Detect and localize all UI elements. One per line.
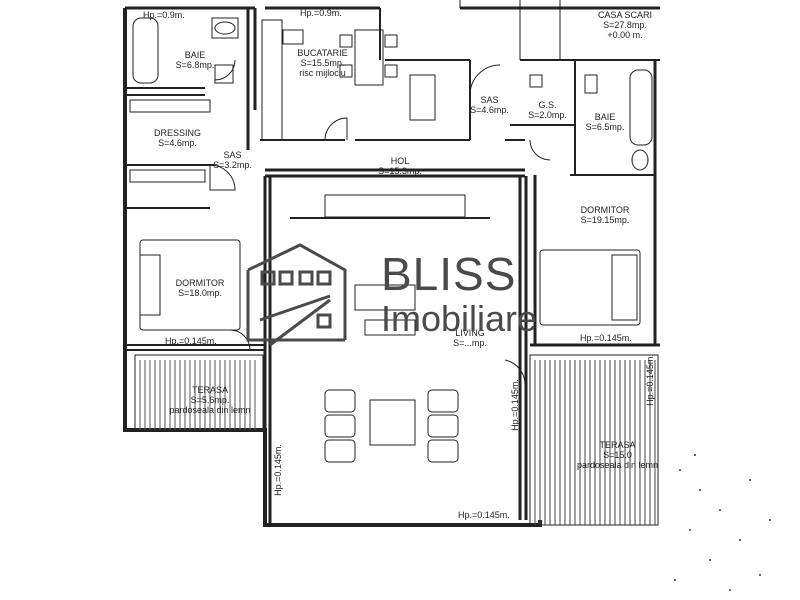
door-swing [209,59,551,386]
hp-living-vertical: Hp.=0.145m. [273,444,283,496]
bathtub-right [629,69,653,146]
wall-living-left [263,176,272,525]
wall-hol-bottom [265,168,525,178]
wall-right-block [510,59,660,176]
scan-noise [674,454,771,591]
watermark-line2: Imobiliare [381,298,538,339]
wall-right-dormitor [530,60,660,347]
stair-lines [459,0,561,60]
watermark-line1: BLISS [381,248,517,300]
dining-table [354,29,384,86]
hp-living-bottom: Hp.=0.145m. [458,510,510,520]
watermark-logo: BLISS Imobiliare [245,248,575,345]
bathtub-left [132,17,159,84]
chairs-left [324,389,356,463]
sink-left [214,21,236,35]
house-icon [246,243,347,347]
wall-living-right [518,176,528,520]
hol-console [324,194,466,218]
bed-right [539,249,641,326]
hp-living-center-vertical: Hp.=0.145m. [510,379,520,431]
hp-left-dormitor: Hp.=0.145m. [165,336,217,346]
living-table [369,399,416,446]
hp-top-center: Hp.=0.9m. [300,8,342,18]
wall-baie-left-right [246,8,257,150]
wall-left-dormitor [125,344,265,351]
hp-top-left: Hp.=0.9m. [143,10,185,20]
terasa-right-hatch [529,354,659,526]
chairs-right [427,389,459,463]
hp-right-dormitor: Hp.=0.145m. [580,333,632,343]
wall-bucatarie-right [379,8,471,140]
hp-right-vertical: Hp.=0.145m. [645,354,655,406]
dressing-shelf [129,99,211,113]
gs-label: G.S.S=2.0mp. [528,100,567,120]
kitchen-counter [261,19,283,141]
terasa-left-hatch [134,354,264,431]
wall-upper-left [125,87,215,209]
